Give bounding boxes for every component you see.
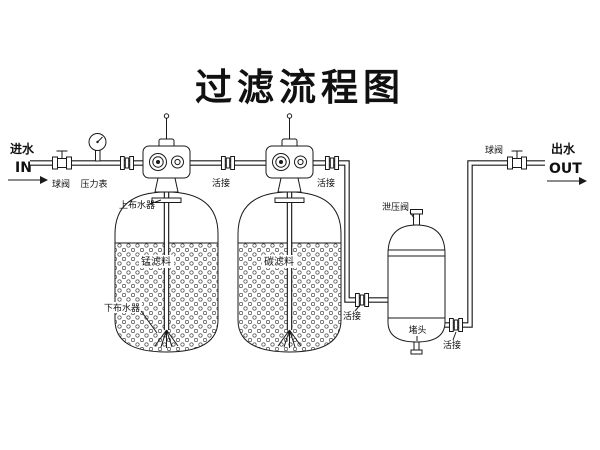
valve2-knob-outer <box>294 155 307 169</box>
tank2-outline <box>237 191 342 353</box>
union-fitting-filter-outlet <box>449 318 463 332</box>
outlet-group: 出水 OUT <box>547 141 587 185</box>
relief-valve-stub <box>413 213 420 226</box>
union-filter-inlet-label: 活接 <box>343 310 361 322</box>
upper-distributor-leader <box>149 199 162 205</box>
upper-distributor-label: 上布水器 <box>119 199 155 211</box>
outlet-label-cn: 出水 <box>551 141 576 156</box>
pressure-gauge-icon <box>88 133 107 162</box>
ball-valve-inlet-icon <box>52 150 72 170</box>
filter-tank-1 <box>114 191 219 353</box>
lower-distributor-label: 下布水器 <box>104 302 140 314</box>
tank2-media-label: 碳滤料 <box>264 255 294 268</box>
pipe-filter-outlet-bore <box>445 161 545 327</box>
outlet-label-en: OUT <box>549 161 582 177</box>
union-filter-outlet-leader <box>452 331 457 341</box>
inlet-label-cn: 进水 <box>10 141 35 156</box>
plug-label: 堵头 <box>408 324 426 336</box>
valve1-stem-tip <box>163 113 170 119</box>
valve1-knob-outer <box>171 155 184 169</box>
union-filter-outlet-label: 活接 <box>443 339 461 351</box>
union-fitting-after-valve1 <box>221 156 235 170</box>
tank2-upper-distributor <box>274 197 305 203</box>
gauge-pivot <box>96 140 99 144</box>
valve2-flange <box>277 177 302 193</box>
control-valve-2 <box>265 113 314 193</box>
union-filter-inlet-leader <box>354 304 361 312</box>
inlet-arrow-head <box>40 176 48 184</box>
component-labels: 球阀 压力表 活接 活接 上布水器 下布水器 锰滤料 碳滤料 泄压阀 堵头 活接… <box>52 144 503 351</box>
valve2-stem-tip <box>286 113 293 119</box>
relief-valve-cap <box>410 209 423 215</box>
ball-valve-outlet-label: 球阀 <box>485 144 503 156</box>
lower-distributor-leader <box>140 310 158 334</box>
tank1-upper-distributor <box>151 197 182 203</box>
plug-cap <box>410 349 423 355</box>
inlet-label-en: IN <box>15 160 32 176</box>
inlet-group: 进水 IN <box>8 141 48 184</box>
valve1-dial-mid <box>152 156 164 168</box>
gauge-stem <box>95 149 101 162</box>
filter-tank-2 <box>237 191 342 353</box>
plug-stub <box>413 341 420 351</box>
pressure-gauge-label: 压力表 <box>80 178 107 190</box>
control-valve-1 <box>142 113 191 193</box>
valve1-dial-center <box>156 160 160 164</box>
tank2-lower-distributor <box>277 329 302 348</box>
security-filter-vessel <box>387 209 446 355</box>
valve1-flange <box>154 177 179 193</box>
tank1-outline <box>114 191 219 353</box>
union-fitting-filter-inlet <box>355 293 369 307</box>
page-title: 过滤流程图 <box>195 66 405 109</box>
tank1-media-label-bg <box>139 255 174 268</box>
lower-distributor-label-bg <box>102 302 142 313</box>
union-after-valve1-label: 活接 <box>212 177 230 189</box>
relief-valve-leader <box>409 211 415 219</box>
valve1-knob-inner <box>174 158 181 166</box>
ball-valve-inlet-label: 球阀 <box>52 178 70 190</box>
tank1-media-label: 锰滤料 <box>141 255 171 268</box>
tank1-lower-distributor <box>154 329 179 348</box>
valve2-knob-inner <box>297 158 304 166</box>
union-fitting-after-valve2 <box>325 156 339 170</box>
ball-valve-outlet-icon <box>507 150 527 170</box>
plug-label-bg <box>404 324 431 335</box>
relief-valve-label: 泄压阀 <box>382 201 409 213</box>
pipe-filter-outlet <box>445 160 545 328</box>
vessel-body <box>387 224 446 343</box>
outlet-arrow-head <box>579 177 587 185</box>
valve2-dial-mid <box>275 156 287 168</box>
union-fitting-inlet <box>120 156 134 170</box>
tank2-media-label-bg <box>262 255 297 268</box>
valve2-dial-center <box>279 160 283 164</box>
union-after-valve2-label: 活接 <box>317 177 335 189</box>
